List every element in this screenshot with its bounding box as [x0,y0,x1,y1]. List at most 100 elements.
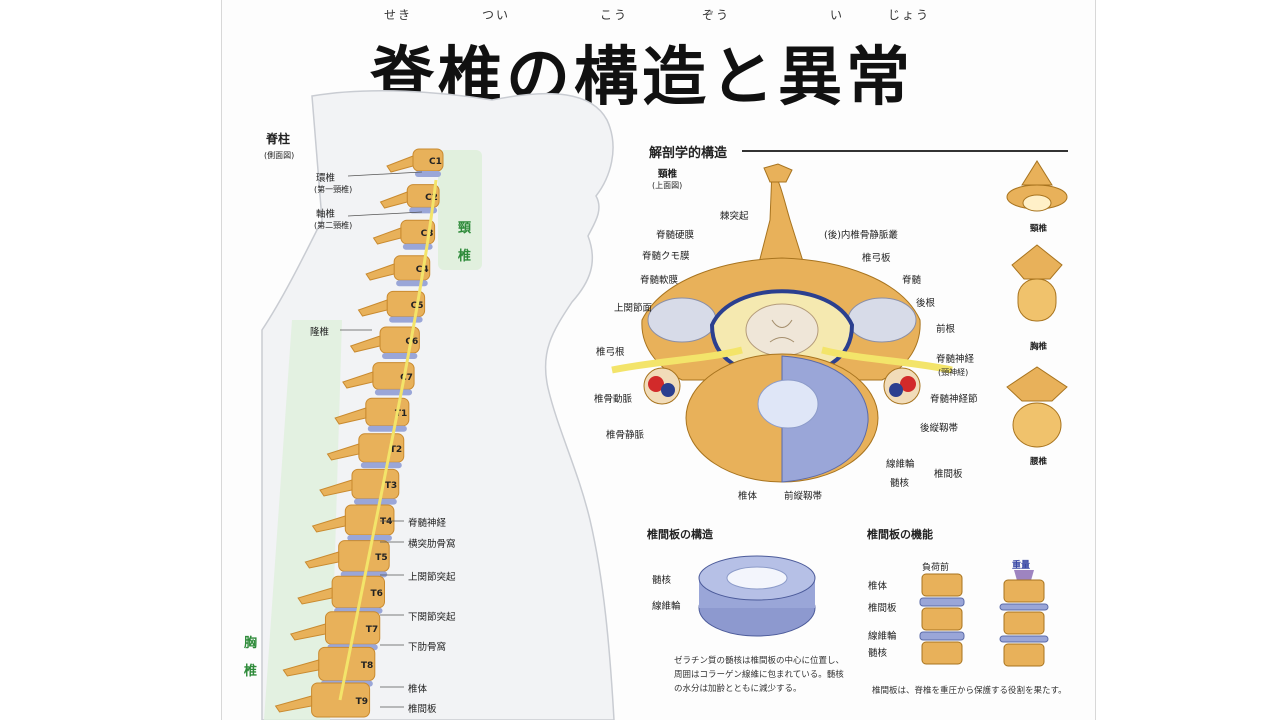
spinous-process-t3 [319,479,353,497]
label-inferior-articular: 下関節突起 [408,612,456,623]
title-ruby-3: こう [600,8,629,22]
label-superior-articular: 上関節突起 [408,572,456,583]
vein-right [889,383,903,397]
disc-c7 [374,389,413,396]
vertebra-types [1006,160,1068,448]
spinous-process-c1 [386,155,414,173]
label-ganglion: 脊髄神経節 [930,394,978,405]
disc-function-note: 椎間板は、脊椎を重圧から保護する役割を果たす。 [872,686,1067,696]
note-line-2: 周囲はコラーゲン線維に包まれている。髄核 [674,670,844,680]
facet-left [647,297,717,343]
vein-left [661,383,675,397]
anatomy-sub: 頸椎 [658,169,678,180]
spinous-process-t9 [274,695,313,713]
label-axis: 軸椎 [316,209,336,220]
spinous-process-c7 [342,371,374,389]
label-side-cervical: 頸椎 [1030,224,1048,234]
label-side-thoracic: 胸椎 [1030,342,1048,352]
title-ruby-1: せき [384,8,413,22]
disc-function-heading: 椎間板の機能 [867,528,933,541]
label-arachnoid: 脊髄クモ膜 [642,251,690,262]
disc-t1 [367,425,407,432]
label-thoracic-region: 胸椎 [244,636,258,679]
spinal-cord [745,303,819,357]
label-post-ligament: 後縦靱帯 [920,423,959,434]
cervical-top-view [611,163,953,483]
label-load: 重量 [1012,561,1031,571]
vertebra-label-c7: C7 [400,373,413,383]
title-ruby-4: ぞう [702,8,731,22]
label-atlas: 環椎 [316,173,336,184]
spinous-process-t4 [311,515,346,533]
vertebra-label-t9: T9 [356,697,368,707]
label-vert-vein: 椎骨静脈 [606,430,645,441]
artery-left [648,376,664,392]
vertebra-label-t6: T6 [371,589,383,599]
vertebra-label-t4: T4 [380,517,392,527]
label-spinal-nerve: 脊髄神経 [408,518,447,529]
disc-function-illustration [919,570,1049,667]
label-pedicle: 椎弓根 [596,347,625,358]
title-ruby-2: つい [482,8,511,22]
spine-heading: 脊柱 [266,132,291,146]
label-pia: 脊髄軟膜 [640,275,679,286]
label-side-lumbar: 腰椎 [1030,457,1048,467]
vertebra-label-t3: T3 [385,481,397,491]
label-spinal-nerve-sub: (頸神経) [938,368,969,377]
label-lamina: 椎弓板 [862,253,891,264]
disc-structure-heading: 椎間板の構造 [647,528,713,541]
label-cervical-region: 頸椎 [458,221,472,264]
vertebra-label-t1: T1 [395,409,407,419]
label-disc: 椎間板 [408,704,437,715]
spinous-tip [763,163,793,183]
label-spinous: 棘突起 [720,211,749,222]
label-func-disc: 椎間板 [868,603,897,614]
note-line-1: ゼラチン質の髄核は椎間板の中心に位置し、 [674,656,845,666]
vertebra-label-t2: T2 [390,445,402,455]
label-func-body: 椎体 [868,581,888,592]
facet-right [847,297,917,343]
vertebra-label-t5: T5 [375,553,387,563]
thoracic-small [1011,244,1063,322]
label-costal-fovea: 横突肋骨窩 [408,539,456,550]
anatomy-heading-rule [742,150,1068,152]
spinous-process-t8 [282,659,320,677]
nerve-right [821,346,953,374]
label-posterior-root: 後根 [916,298,936,309]
spinous-process-c3 [372,227,402,245]
disc-c5 [389,316,423,323]
thoracic-band [264,320,342,720]
cervical-small [1006,160,1068,212]
disc-c1 [415,171,441,177]
label-posterior-venous: (後)内椎骨静脈叢 [824,230,898,241]
spinous-process-t5 [304,551,340,569]
label-axis-sub: (第二頸椎) [314,221,353,230]
disc-c2 [409,207,438,214]
artery-right [900,376,916,392]
vertebra-label-c1: C1 [429,157,442,167]
label-dura: 脊髄硬膜 [656,230,695,241]
spinal-cord-line [338,179,438,701]
anatomy-sub2: (上面図) [652,181,683,190]
label-func-nucleus: 髄核 [868,648,888,659]
nerve-left [611,346,743,374]
spinous-process-t6 [297,587,333,605]
title-ruby-5: い [830,8,845,22]
spinous-process-c5 [357,299,388,317]
label-annulus: 線維輪 [886,459,915,470]
disc-c6 [382,353,418,359]
label-vertebra-prominens: 隆椎 [310,327,330,338]
title-ruby-6: じょう [888,8,931,22]
label-func-annulus: 線維輪 [868,631,897,642]
label-vertebral-body: 椎体 [408,684,428,695]
label-anterior-root: 前根 [936,324,956,335]
vertebra-label-t7: T7 [366,625,378,635]
spinous-process-t1 [334,407,367,425]
disc-structure-note: ゼラチン質の髄核は椎間板の中心に位置し、 周囲はコラーゲン線維に包まれている。髄… [674,654,874,696]
stack-loaded [999,570,1049,667]
label-sup-articular: 上関節面 [614,303,653,314]
disc-t2 [360,462,402,469]
label-vert-artery: 椎骨動脈 [594,394,633,405]
anatomy-heading: 解剖学的構造 [649,146,728,161]
